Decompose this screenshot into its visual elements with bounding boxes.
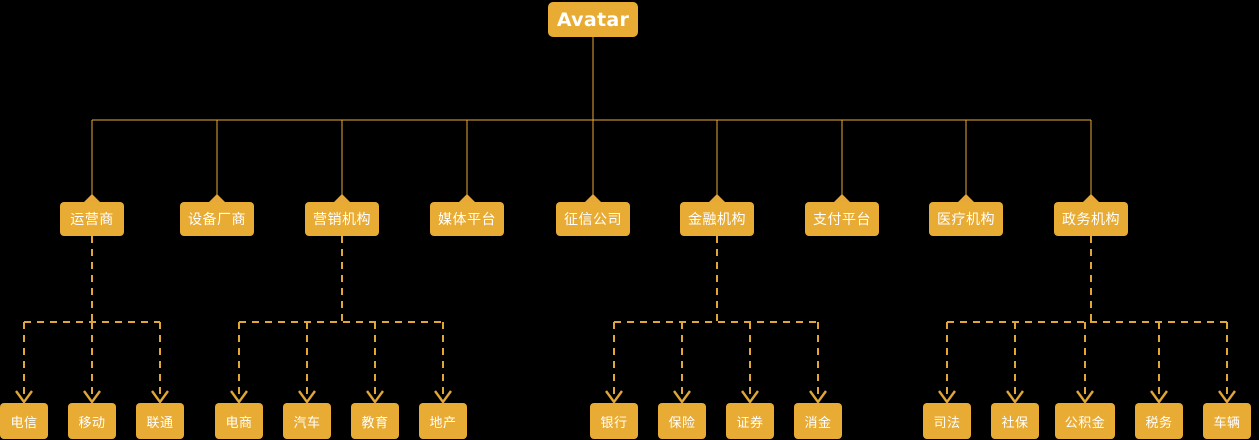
leaf-node-l3-6[interactable]: 地产 [419, 403, 467, 439]
arrowhead-leaf-239 [230, 390, 248, 405]
arrowhead-leaf-1159 [1150, 390, 1168, 405]
arrowhead-l2-2 [333, 194, 351, 203]
category-node-l2-0-label: 运营商 [70, 212, 114, 228]
leaf-node-l3-11[interactable]: 司法 [923, 403, 971, 439]
arrowhead-leaf-443 [434, 390, 452, 405]
category-node-l2-4[interactable]: 征信公司 [556, 202, 630, 236]
category-node-l2-7[interactable]: 医疗机构 [929, 202, 1003, 236]
category-node-l2-0[interactable]: 运营商 [60, 202, 124, 236]
arrowhead-l2-1 [208, 194, 226, 203]
leaf-node-l3-6-label: 地产 [429, 415, 457, 431]
arrowhead-l2-8 [1082, 194, 1100, 203]
arrowhead-leaf-1085 [1076, 390, 1094, 405]
arrowhead-leaf-682 [673, 390, 691, 405]
leaf-node-l3-4[interactable]: 汽车 [283, 403, 331, 439]
arrowhead-leaf-375 [366, 390, 384, 405]
leaf-node-l3-15[interactable]: 车辆 [1203, 403, 1251, 439]
leaf-node-l3-4-label: 汽车 [293, 415, 321, 431]
leaf-node-l3-12[interactable]: 社保 [991, 403, 1039, 439]
leaf-node-l3-3-label: 电商 [225, 415, 253, 431]
leaf-node-l3-7[interactable]: 银行 [590, 403, 638, 439]
category-node-l2-2[interactable]: 营销机构 [305, 202, 379, 236]
leaf-node-l3-7-label: 银行 [600, 415, 628, 431]
leaf-node-l3-2[interactable]: 联通 [136, 403, 184, 439]
arrowhead-leaf-947 [938, 390, 956, 405]
arrowhead-leaf-750 [741, 390, 759, 405]
leaf-node-l3-1-label: 移动 [78, 415, 106, 431]
leaf-node-l3-0[interactable]: 电信 [0, 403, 48, 439]
leaf-node-l3-13-label: 公积金 [1064, 415, 1106, 431]
arrowhead-l2-3 [458, 194, 476, 203]
arrowhead-l2-0 [83, 194, 101, 203]
leaf-node-l3-5[interactable]: 教育 [351, 403, 399, 439]
leaf-node-l3-15-label: 车辆 [1213, 415, 1241, 431]
category-node-l2-6[interactable]: 支付平台 [805, 202, 879, 236]
root-node-avatar[interactable]: Avatar [548, 2, 638, 37]
arrowhead-leaf-1015 [1006, 390, 1024, 405]
leaf-node-l3-0-label: 电信 [10, 415, 38, 431]
category-node-l2-8[interactable]: 政务机构 [1054, 202, 1128, 236]
category-node-l2-3[interactable]: 媒体平台 [430, 202, 504, 236]
arrowhead-leaf-92 [83, 390, 101, 405]
arrowhead-leaf-1227 [1218, 390, 1236, 405]
leaf-node-l3-10[interactable]: 消金 [794, 403, 842, 439]
root-node-avatar-label: Avatar [556, 8, 630, 31]
arrowhead-l2-5 [708, 194, 726, 203]
category-node-l2-5-label: 金融机构 [688, 212, 746, 228]
arrowhead-leaf-614 [605, 390, 623, 405]
category-node-l2-4-label: 征信公司 [564, 212, 622, 228]
leaf-node-l3-13[interactable]: 公积金 [1055, 403, 1115, 439]
leaf-node-l3-3[interactable]: 电商 [215, 403, 263, 439]
arrowhead-leaf-24 [15, 390, 33, 405]
arrowhead-leaf-818 [809, 390, 827, 405]
leaf-node-l3-14[interactable]: 税务 [1135, 403, 1183, 439]
category-node-l2-1[interactable]: 设备厂商 [180, 202, 254, 236]
leaf-node-l3-8-label: 保险 [668, 415, 696, 431]
arrowhead-l2-6 [833, 194, 851, 203]
leaf-node-l3-5-label: 教育 [361, 415, 389, 431]
leaf-node-l3-14-label: 税务 [1145, 415, 1173, 431]
category-node-l2-5[interactable]: 金融机构 [680, 202, 754, 236]
arrowhead-l2-7 [957, 194, 975, 203]
category-node-l2-8-label: 政务机构 [1062, 212, 1120, 228]
arrowhead-leaf-307 [298, 390, 316, 405]
leaf-node-l3-2-label: 联通 [146, 415, 174, 431]
leaf-node-l3-8[interactable]: 保险 [658, 403, 706, 439]
leaf-node-l3-9-label: 证券 [736, 415, 764, 431]
arrowhead-l2-4 [584, 194, 602, 203]
category-node-l2-7-label: 医疗机构 [937, 212, 995, 228]
leaf-node-l3-11-label: 司法 [933, 415, 961, 431]
leaf-node-l3-1[interactable]: 移动 [68, 403, 116, 439]
arrowhead-leaf-160 [151, 390, 169, 405]
category-node-l2-2-label: 营销机构 [313, 212, 371, 228]
leaf-node-l3-12-label: 社保 [1001, 415, 1029, 431]
leaf-node-l3-10-label: 消金 [804, 415, 832, 431]
category-node-l2-1-label: 设备厂商 [188, 212, 246, 228]
category-node-l2-3-label: 媒体平台 [438, 212, 496, 228]
category-node-l2-6-label: 支付平台 [813, 212, 871, 228]
leaf-node-l3-9[interactable]: 证券 [726, 403, 774, 439]
